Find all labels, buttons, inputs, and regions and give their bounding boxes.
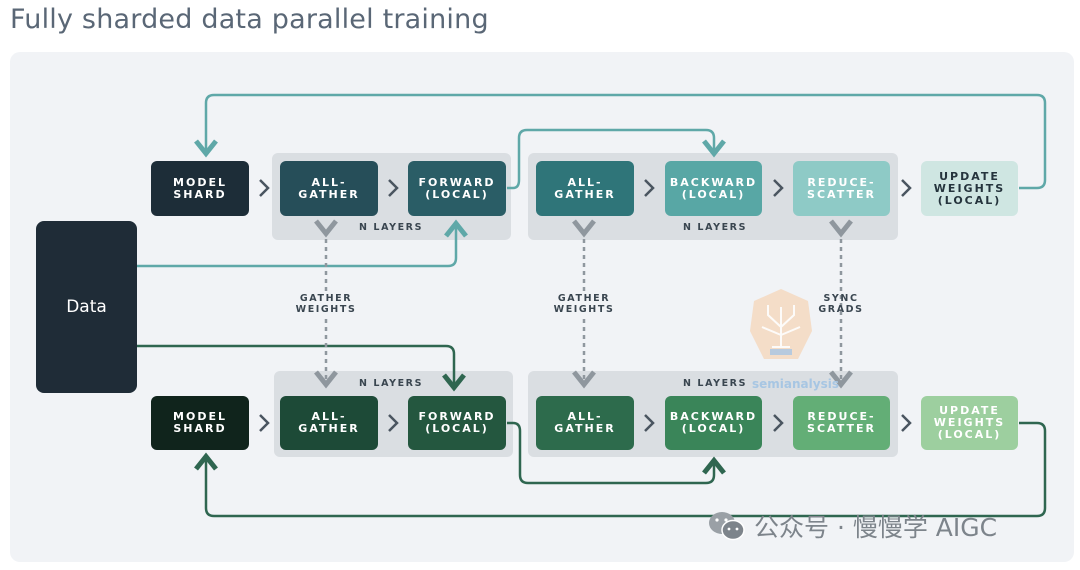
- wechat-watermark: 公众号 · 慢慢学 AIGC: [708, 509, 997, 543]
- chevron-right-icon: [257, 177, 271, 199]
- bottom-forward-local: FORWARD (LOCAL): [408, 396, 506, 450]
- bottom-forward-to-backward-line: [507, 421, 726, 485]
- chevron-right-icon: [771, 177, 785, 199]
- bottom-backward-local: BACKWARD (LOCAL): [665, 396, 762, 450]
- chevron-right-icon: [899, 412, 913, 434]
- bottom-all-gather-1: ALL- GATHER: [280, 396, 378, 450]
- top-backward-local: BACKWARD (LOCAL): [665, 161, 762, 216]
- chevron-right-icon: [386, 177, 400, 199]
- bottom-all-gather-2: ALL- GATHER: [536, 396, 634, 450]
- top-all-gather-2: ALL- GATHER: [536, 161, 634, 216]
- top-forward-to-backward-line: [507, 128, 726, 190]
- semianalysis-watermark-text: semianalysis: [752, 377, 839, 391]
- top-reduce-scatter: REDUCE- SCATTER: [793, 161, 890, 216]
- bottom-loop-line: [194, 421, 1047, 518]
- chevron-right-icon: [642, 177, 656, 199]
- data-to-top-line: [137, 219, 468, 268]
- top-all-gather-1: ALL- GATHER: [280, 161, 378, 216]
- page-title: Fully sharded data parallel training: [10, 4, 489, 35]
- data-node: Data: [36, 221, 137, 393]
- wechat-watermark-text: 公众号 · 慢慢学 AIGC: [754, 513, 998, 542]
- top-update-weights: UPDATE WEIGHTS (LOCAL): [921, 161, 1018, 216]
- bottom-update-weights: UPDATE WEIGHTS (LOCAL): [921, 396, 1018, 450]
- bottom-model-shard: MODEL SHARD: [151, 396, 249, 450]
- bottom-n-layers-1: N LAYERS: [358, 378, 424, 389]
- chevron-right-icon: [386, 412, 400, 434]
- data-to-bottom-line: [137, 344, 466, 392]
- top-loop-line: [194, 93, 1047, 190]
- bottom-n-layers-2: N LAYERS: [682, 378, 748, 389]
- chevron-right-icon: [899, 177, 913, 199]
- sync-grads-label: SYNC GRADS: [818, 293, 864, 315]
- top-n-layers-2: N LAYERS: [682, 222, 748, 233]
- top-model-shard: MODEL SHARD: [151, 161, 249, 216]
- gather-weights-label-2: GATHER WEIGHTS: [544, 293, 624, 315]
- semianalysis-logo-watermark: [750, 289, 812, 359]
- bottom-reduce-scatter: REDUCE- SCATTER: [793, 396, 890, 450]
- chevron-right-icon: [771, 412, 785, 434]
- top-n-layers-1: N LAYERS: [358, 222, 424, 233]
- diagram-panel: [10, 52, 1074, 562]
- chevron-right-icon: [257, 412, 271, 434]
- gather-weights-label-1: GATHER WEIGHTS: [286, 293, 366, 315]
- wechat-icon: [709, 512, 745, 541]
- chevron-right-icon: [642, 412, 656, 434]
- top-forward-local: FORWARD (LOCAL): [408, 161, 506, 216]
